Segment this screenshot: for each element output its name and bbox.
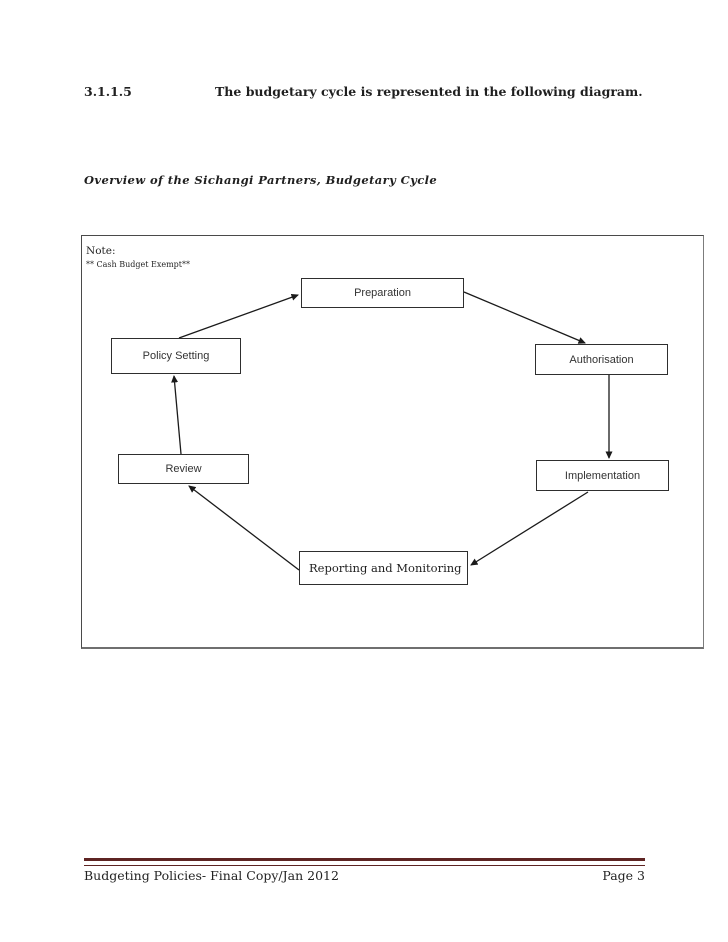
arrow-reporting-to-review (188, 485, 300, 571)
section-number: 3.1.1.5 (84, 84, 132, 99)
diagram-note: Note: ** Cash Budget Exempt** (86, 245, 190, 269)
arrow-policy-to-preparation (178, 293, 299, 339)
node-preparation: Preparation (301, 278, 464, 308)
node-reporting-and-monitoring: Reporting and Monitoring (299, 551, 468, 585)
cycle-arrows (171, 291, 613, 571)
section-heading: 3.1.1.5 The budgetary cycle is represent… (84, 84, 644, 99)
heading-text: The budgetary cycle is represented in th… (215, 84, 643, 99)
node-authorisation: Authorisation (535, 344, 668, 375)
note-label: Note: (86, 245, 116, 257)
footer-rule-thin (84, 865, 645, 866)
footer-document-title: Budgeting Policies- Final Copy/Jan 2012 (84, 868, 339, 883)
footer-rule-thick (84, 858, 645, 861)
footer-page-number: Page 3 (602, 868, 645, 883)
node-policy-setting: Policy Setting (111, 338, 241, 374)
arrow-review-to-policy (171, 375, 182, 455)
node-implementation: Implementation (536, 460, 669, 491)
diagram-caption: Overview of the Sichangi Partners, Budge… (84, 173, 438, 187)
arrow-implementation-to-reporting (470, 491, 589, 566)
diagram-frame: Note: ** Cash Budget Exempt** Preparatio… (81, 235, 704, 649)
arrow-preparation-to-authorisation (463, 291, 586, 344)
note-text: ** Cash Budget Exempt** (86, 260, 191, 269)
node-review: Review (118, 454, 249, 484)
page-footer: Budgeting Policies- Final Copy/Jan 2012 … (84, 868, 645, 883)
